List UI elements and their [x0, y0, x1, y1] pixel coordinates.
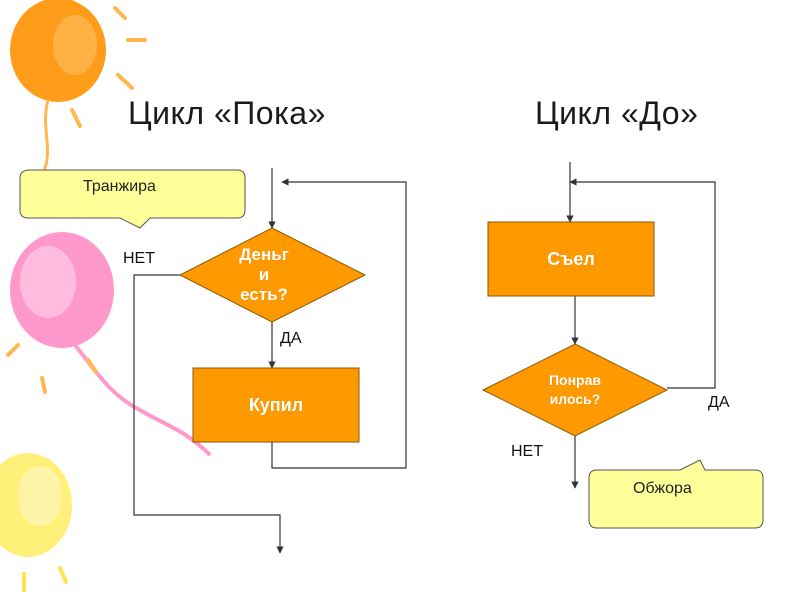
- process-bought-box: [192, 367, 360, 443]
- decision-liked-diamond: [481, 343, 669, 437]
- callout-obzhora-label: Обжора: [633, 480, 692, 497]
- callout-tranzhira-shape: [19, 169, 246, 229]
- balloon-pink-decoration: [6, 232, 212, 457]
- decision-money-label: Деньг и есть?: [214, 236, 314, 314]
- process-ate-label: Съел: [547, 248, 595, 269]
- loop-back-line-left: [271, 178, 407, 469]
- no-label-right: НЕТ: [511, 443, 543, 460]
- decision-money-line-1: Деньг: [239, 245, 289, 264]
- decision-money-line-2: и: [258, 265, 270, 284]
- no-label-left: НЕТ: [123, 250, 155, 267]
- decision-liked-line-2: илось?: [549, 391, 601, 407]
- yes-label-right: ДА: [708, 394, 730, 411]
- yes-label-left: ДА: [280, 330, 302, 347]
- decision-liked-label: Понрав илось?: [520, 366, 630, 414]
- balloon-yellow-decoration: [0, 453, 72, 592]
- title-do-loop: Цикл «До»: [535, 95, 699, 131]
- callout-tranzhira-label: Транжира: [83, 178, 156, 195]
- decision-money-diamond: [178, 227, 367, 323]
- callout-obzhora-shape: [588, 459, 764, 529]
- process-ate-box: [487, 221, 655, 297]
- process-bought-label: Купил: [248, 394, 304, 415]
- yes-loop-back-line-right: [569, 178, 716, 389]
- balloon-orange-decoration: [10, 0, 147, 216]
- decision-liked-line-1: Понрав: [548, 372, 601, 388]
- decision-money-line-3: есть?: [240, 285, 288, 304]
- no-line-left: [133, 274, 284, 554]
- title-while-loop: Цикл «Пока»: [128, 95, 326, 131]
